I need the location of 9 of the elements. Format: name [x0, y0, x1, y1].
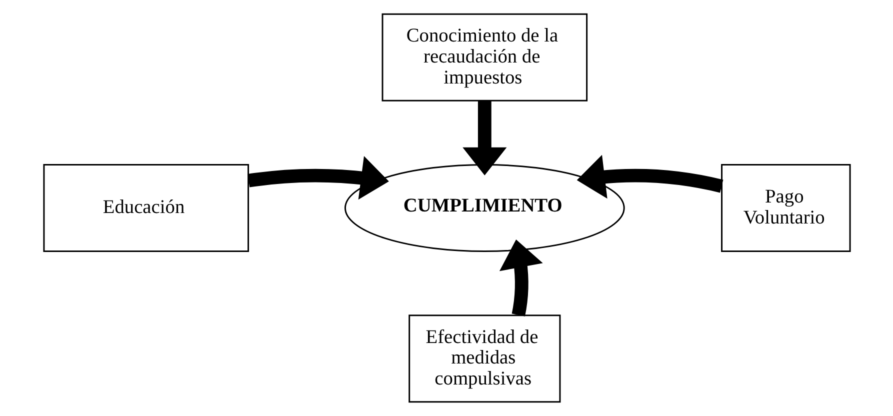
- arrow: [576, 154, 723, 199]
- node-box: Educación: [42, 164, 249, 252]
- arrow: [498, 240, 542, 316]
- arrow: [247, 156, 388, 200]
- node-ellipse: CUMPLIMIENTO: [344, 164, 624, 252]
- node-box: Efectividad de medidas compulsivas: [408, 314, 560, 403]
- node-box: Pago Voluntario: [720, 164, 850, 252]
- node-box: Conocimiento de la recaudación de impuestos: [381, 13, 588, 102]
- arrow: [462, 100, 506, 176]
